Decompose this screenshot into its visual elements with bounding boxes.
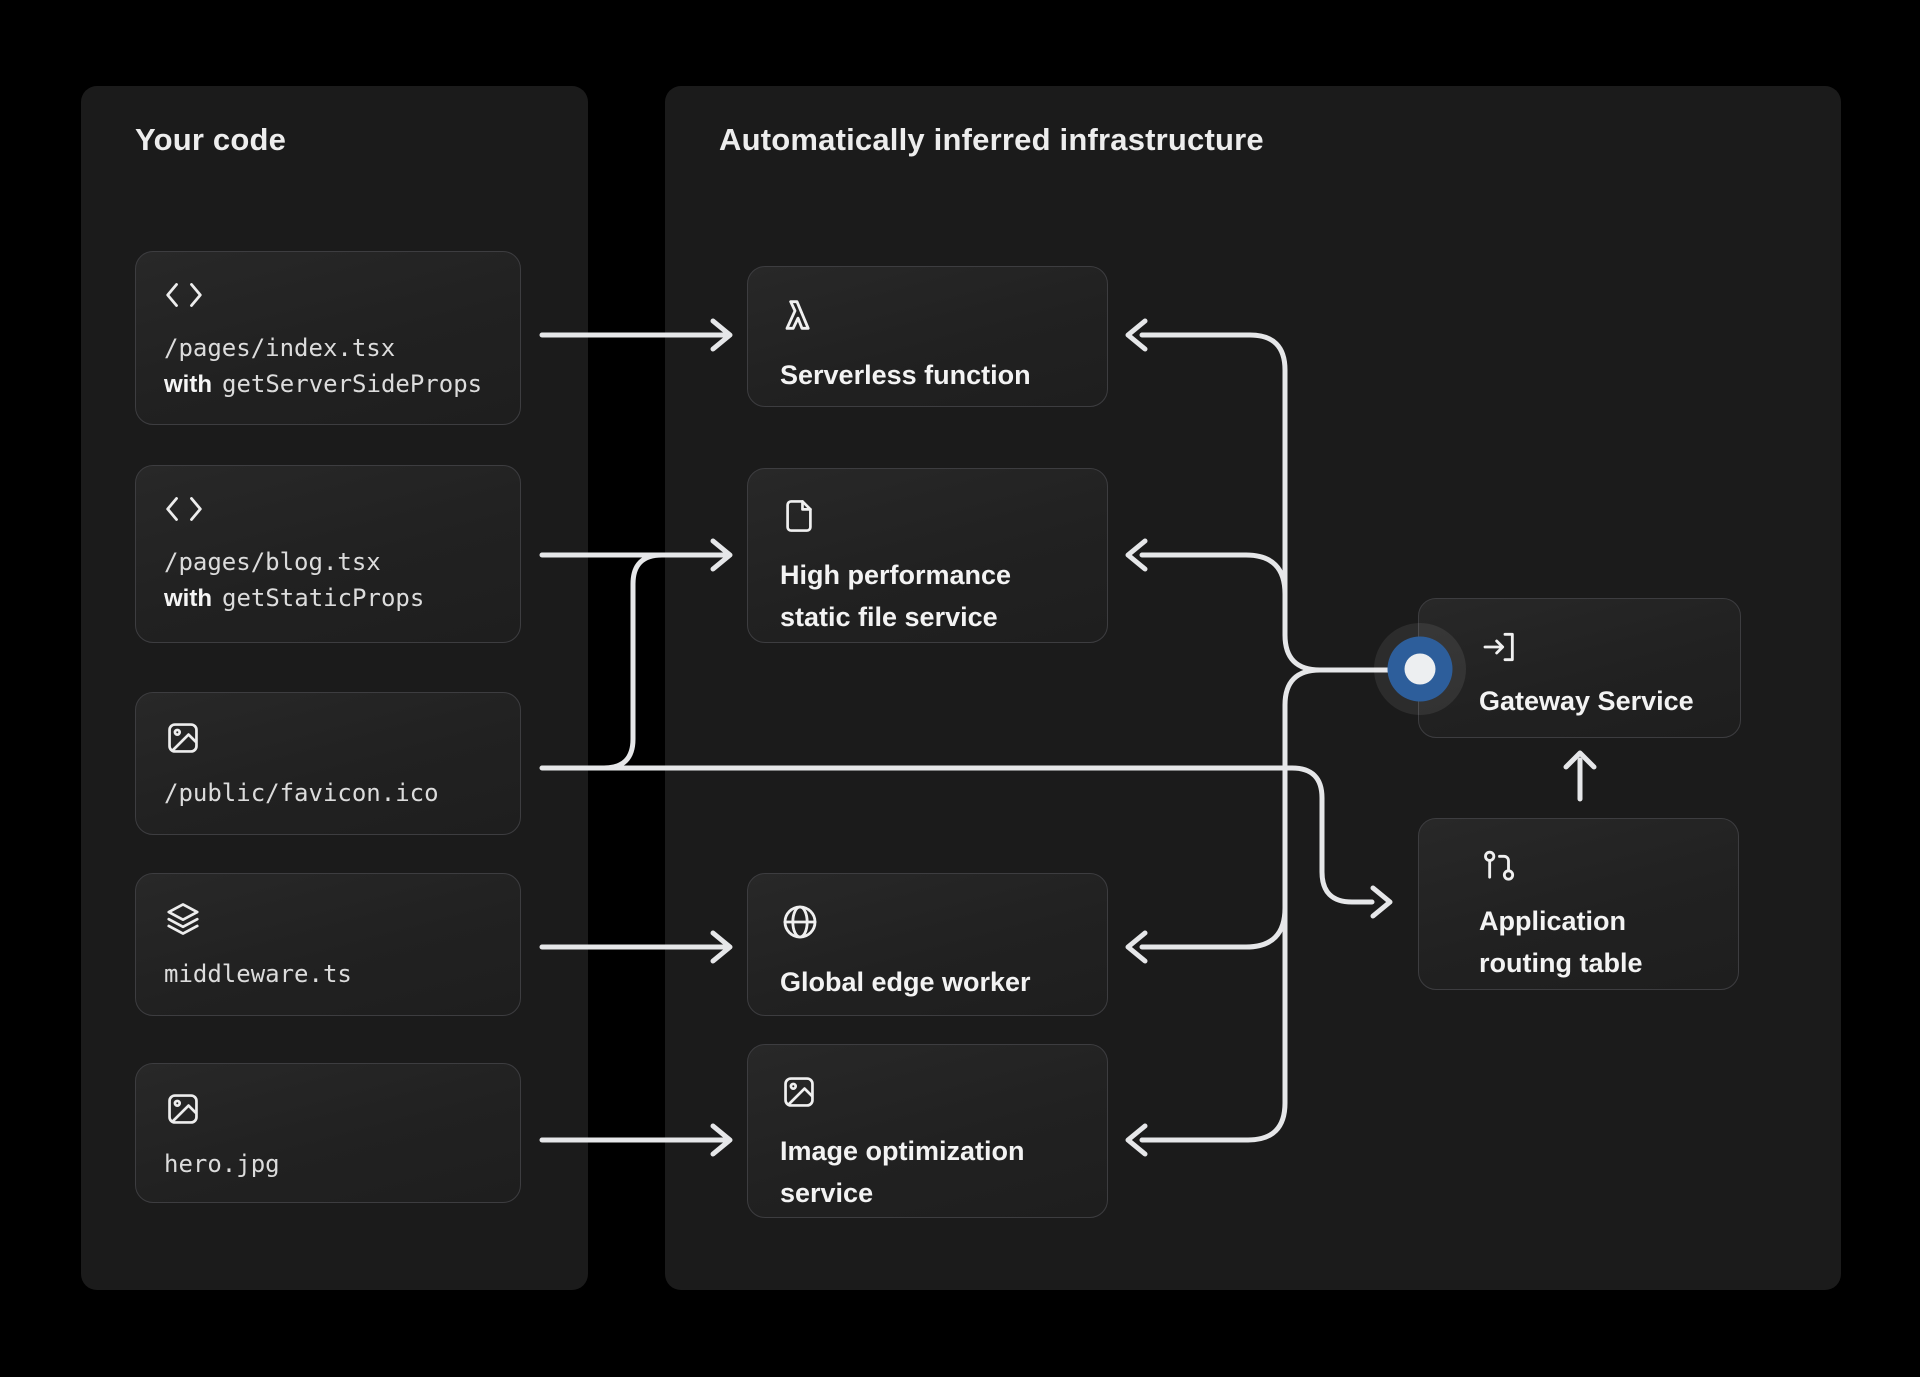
routing-label: Application routing table — [1479, 906, 1643, 978]
code-card-hero: hero.jpg — [135, 1063, 521, 1203]
file-path: /pages/blog.tsx — [164, 548, 381, 576]
code-icon — [164, 278, 492, 312]
file-path: hero.jpg — [164, 1150, 280, 1178]
route-icon — [1479, 847, 1738, 887]
layers-icon — [164, 900, 492, 938]
left-panel-title: Your code — [135, 122, 287, 157]
image-icon — [164, 1090, 492, 1128]
image-icon — [780, 1073, 1075, 1111]
file-path: /public/favicon.ico — [164, 779, 439, 807]
right-panel-title: Automatically inferred infrastructure — [719, 122, 1264, 157]
service-card-edge-worker: Global edge worker — [747, 873, 1108, 1016]
service-card-serverless: Serverless function — [747, 266, 1108, 407]
image-icon — [164, 719, 492, 757]
lambda-icon — [780, 295, 1075, 335]
code-card-favicon: /public/favicon.ico — [135, 692, 521, 835]
service-label: Image optimization service — [780, 1136, 1025, 1208]
file-path: middleware.ts — [164, 960, 352, 988]
file-path: /pages/index.tsx — [164, 334, 396, 362]
line-favicon-branch-to-static — [601, 552, 665, 771]
file-icon — [780, 497, 1075, 535]
code-icon — [164, 492, 492, 526]
service-card-static-files: High performance static file service — [747, 468, 1108, 643]
enter-icon — [1479, 627, 1740, 667]
globe-icon — [780, 902, 1075, 942]
application-routing-table-card: Application routing table — [1418, 818, 1739, 990]
gateway-service-card: Gateway Service — [1418, 598, 1741, 738]
service-label: Serverless function — [780, 360, 1031, 390]
service-card-image-optimization: Image optimization service — [747, 1044, 1108, 1218]
service-label: High performance static file service — [780, 560, 1012, 632]
gateway-label: Gateway Service — [1479, 686, 1694, 716]
service-label: Global edge worker — [780, 967, 1031, 997]
code-card-middleware: middleware.ts — [135, 873, 521, 1016]
